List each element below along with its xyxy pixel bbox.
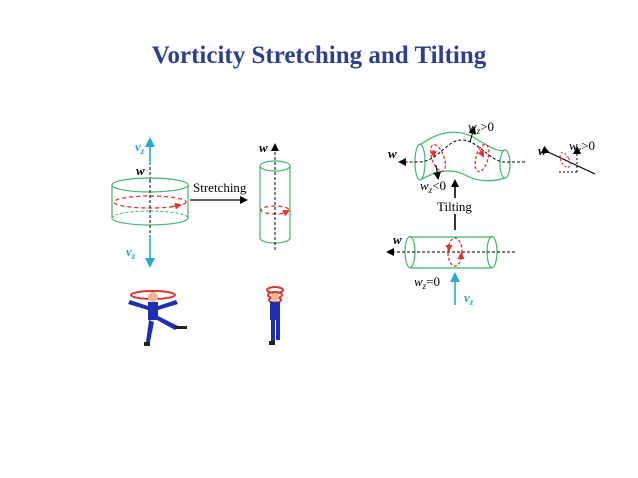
tilting-label: Tilting xyxy=(437,199,472,214)
w-tall-label: w xyxy=(259,140,268,155)
vz-bottom-label: vz xyxy=(126,244,136,261)
straight-tube xyxy=(386,235,515,269)
vz-tilting-label: vz xyxy=(464,290,474,307)
stretching-label: Stretching xyxy=(193,180,247,195)
vz-top-label: vz xyxy=(135,139,145,156)
w-top-label: w xyxy=(388,146,397,161)
wz-right-label: wz>0 xyxy=(569,138,595,155)
w-bottom-label: w xyxy=(393,232,402,247)
slide-title: Vorticity Stretching and Tilting xyxy=(151,42,487,69)
tilted-vector-sketch xyxy=(540,145,596,175)
wz-zero-label: wz=0 xyxy=(414,274,440,291)
skater-arms-out-icon xyxy=(128,290,187,346)
wz-negative-label: wz<0 xyxy=(420,178,446,195)
tall-cylinder xyxy=(259,143,291,250)
bent-tube xyxy=(398,126,525,182)
w-right-label: w xyxy=(538,143,547,158)
wz-positive-label: wz>0 xyxy=(468,119,494,136)
w-short-label: w xyxy=(136,163,145,178)
skater-arms-in-icon xyxy=(266,286,284,345)
